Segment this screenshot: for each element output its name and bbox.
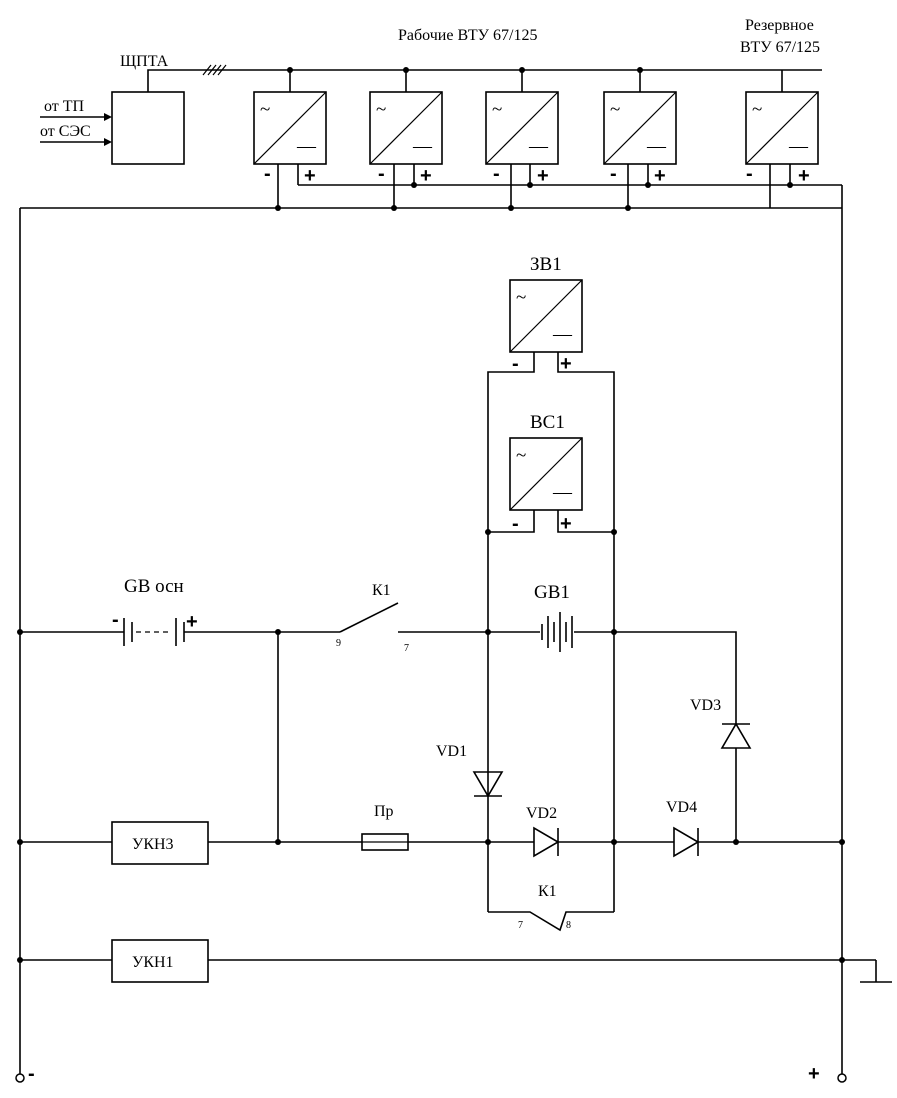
battery-gb-main-label: GB осн	[124, 576, 184, 597]
svg-text:+: +	[304, 165, 316, 187]
svg-text:+: +	[420, 165, 432, 187]
vtu-converter-2: ~ — - +	[369, 70, 443, 208]
diode-vd3-label: VD3	[690, 697, 721, 714]
svg-text:-: -	[610, 163, 617, 185]
diode-vd2	[533, 826, 560, 858]
reserve-vtu-label-1: Резервное	[745, 17, 814, 34]
relay-k1-pin-a: 9	[336, 638, 341, 649]
vd3-branch-wire	[614, 631, 737, 842]
ac-bus	[147, 69, 822, 92]
relay-k1-nc-contact	[488, 911, 614, 932]
working-vtu-label: Рабочие ВТУ 67/125	[398, 27, 537, 44]
top-bus-junctions	[275, 67, 793, 211]
svg-text:+: +	[560, 513, 572, 535]
rectifier-vs1-label: ВС1	[530, 412, 565, 433]
svg-text:—: —	[646, 136, 667, 157]
diode-vd4	[673, 826, 700, 858]
input-tp-label: от ТП	[44, 98, 85, 115]
diode-vd3	[720, 722, 752, 749]
svg-text:+: +	[798, 165, 810, 187]
shchpta-label: ЩПТА	[120, 53, 169, 70]
svg-text:—: —	[296, 136, 317, 157]
diode-vd1-label: VD1	[436, 743, 467, 760]
three-phase-marks	[202, 64, 227, 76]
minus-terminal-label: -	[28, 1063, 35, 1085]
vtu-converter-3: ~ — - +	[485, 70, 559, 208]
svg-text:~: ~	[752, 99, 762, 120]
charger-zv1-label: ЗВ1	[530, 254, 562, 275]
input-ses-arrow	[104, 138, 112, 146]
svg-text:~: ~	[516, 287, 526, 308]
fuse-pr-label: Пр	[374, 803, 394, 820]
svg-text:УКН1: УКН1	[132, 954, 174, 971]
svg-text:~: ~	[516, 445, 526, 466]
svg-text:-: -	[112, 609, 119, 631]
relay-k1-nc-pin-b: 8	[566, 920, 571, 931]
plus-terminal	[837, 1073, 847, 1083]
svg-text:—: —	[528, 136, 549, 157]
fuse-pr	[361, 833, 409, 851]
minus-terminal	[15, 1073, 25, 1083]
svg-text:УКН3: УКН3	[132, 836, 174, 853]
svg-text:~: ~	[610, 99, 620, 120]
svg-text:—: —	[788, 136, 809, 157]
svg-text:~: ~	[492, 99, 502, 120]
charger-wiring	[485, 352, 617, 632]
vtu-converter-4: ~ — - +	[603, 70, 677, 208]
relay-k1-label: К1	[372, 582, 391, 599]
relay-k1-pin-b: 7	[404, 643, 409, 654]
svg-text:-: -	[378, 163, 385, 185]
vtu-converter-reserve: ~ — - +	[745, 70, 819, 208]
svg-text:—: —	[412, 136, 433, 157]
rectifier-vs1: ~ — - +	[509, 437, 583, 535]
svg-text:+: +	[654, 165, 666, 187]
battery-gb-main: - +	[112, 609, 198, 646]
plus-terminal-label: +	[808, 1063, 820, 1085]
shchpta-box	[111, 91, 185, 165]
ground-symbol	[860, 960, 892, 983]
charger-zv1: ~ — - +	[509, 279, 583, 375]
relay-k1-nc-label: К1	[538, 883, 557, 900]
input-ses-label: от СЭС	[40, 123, 91, 140]
ukn1-box: УКН1	[111, 939, 209, 983]
reserve-vtu-label-2: ВТУ 67/125	[740, 39, 820, 56]
svg-text:-: -	[746, 163, 753, 185]
battery-gb1-label: GB1	[534, 582, 570, 603]
svg-text:—: —	[552, 324, 573, 345]
battery-gb1	[488, 612, 614, 652]
svg-text:-: -	[264, 163, 271, 185]
relay-k1-contact	[339, 602, 488, 633]
svg-text:-: -	[512, 513, 519, 535]
diode-vd4-label: VD4	[666, 799, 697, 816]
diode-vd2-label: VD2	[526, 805, 557, 822]
svg-text:—: —	[552, 482, 573, 503]
relay-k1-nc-pin-a: 7	[518, 920, 523, 931]
svg-text:~: ~	[260, 99, 270, 120]
ukn3-box: УКН3	[111, 821, 209, 865]
svg-text:-: -	[493, 163, 500, 185]
svg-text:-: -	[512, 353, 519, 375]
input-tp-arrow	[104, 113, 112, 121]
svg-text:~: ~	[376, 99, 386, 120]
svg-text:+: +	[560, 353, 572, 375]
vtu-converter-1: ~ — - +	[253, 70, 327, 208]
svg-text:+: +	[537, 165, 549, 187]
svg-text:+: +	[186, 611, 198, 633]
